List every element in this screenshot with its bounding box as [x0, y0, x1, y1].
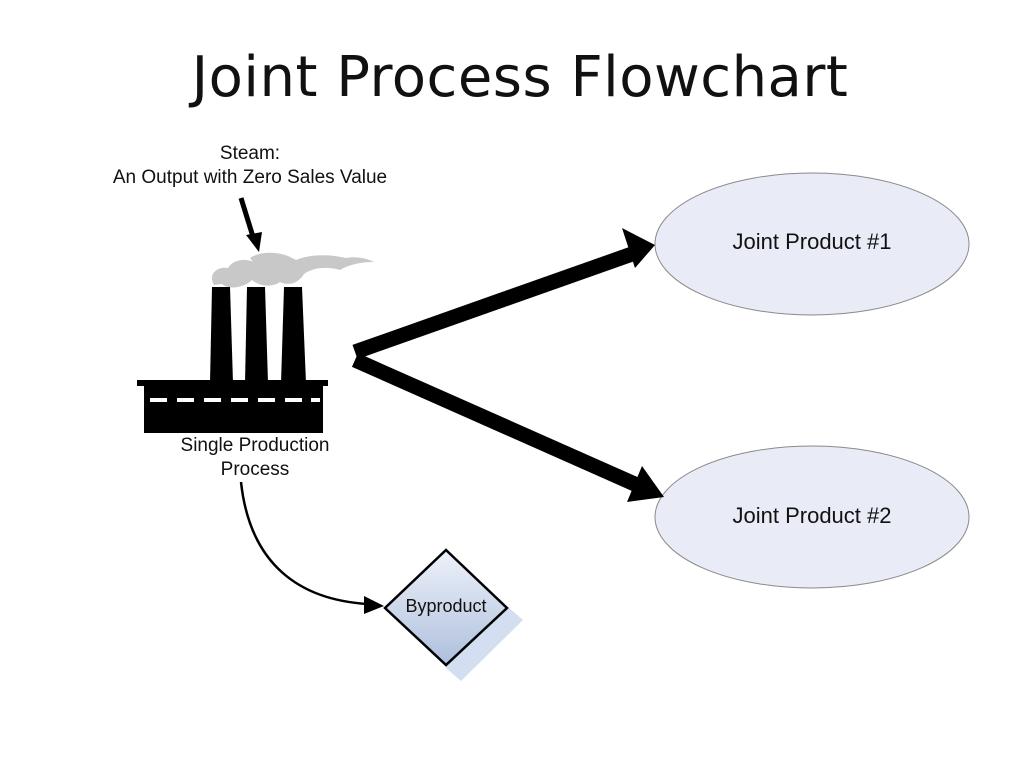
joint-product-1-oval — [654, 172, 970, 316]
steam-label: Steam: An Output with Zero Sales Value — [60, 142, 440, 190]
process-label: Single Production Process — [150, 434, 360, 482]
byproduct-diamond — [383, 548, 523, 681]
arrow-to-byproduct — [239, 481, 384, 614]
steam-pointer-arrow — [238, 197, 262, 252]
byproduct-label: Byproduct — [405, 596, 487, 616]
process-label-line2: Process — [220, 459, 290, 480]
page-title: Joint Process Flowchart — [191, 45, 849, 110]
steam-label-line1: Steam: — [219, 143, 281, 164]
arrow-to-joint-product-2 — [351, 353, 664, 502]
smoke-icon — [211, 252, 374, 288]
process-label-line1: Single Production — [180, 435, 330, 456]
joint-product-2-oval — [654, 445, 970, 589]
arrow-to-joint-product-1 — [352, 228, 655, 360]
joint-product-2-label: Joint Product #2 — [732, 503, 892, 528]
steam-label-line2: An Output with Zero Sales Value — [112, 167, 388, 188]
joint-product-1-label: Joint Product #1 — [732, 229, 892, 254]
factory-icon — [137, 287, 328, 433]
